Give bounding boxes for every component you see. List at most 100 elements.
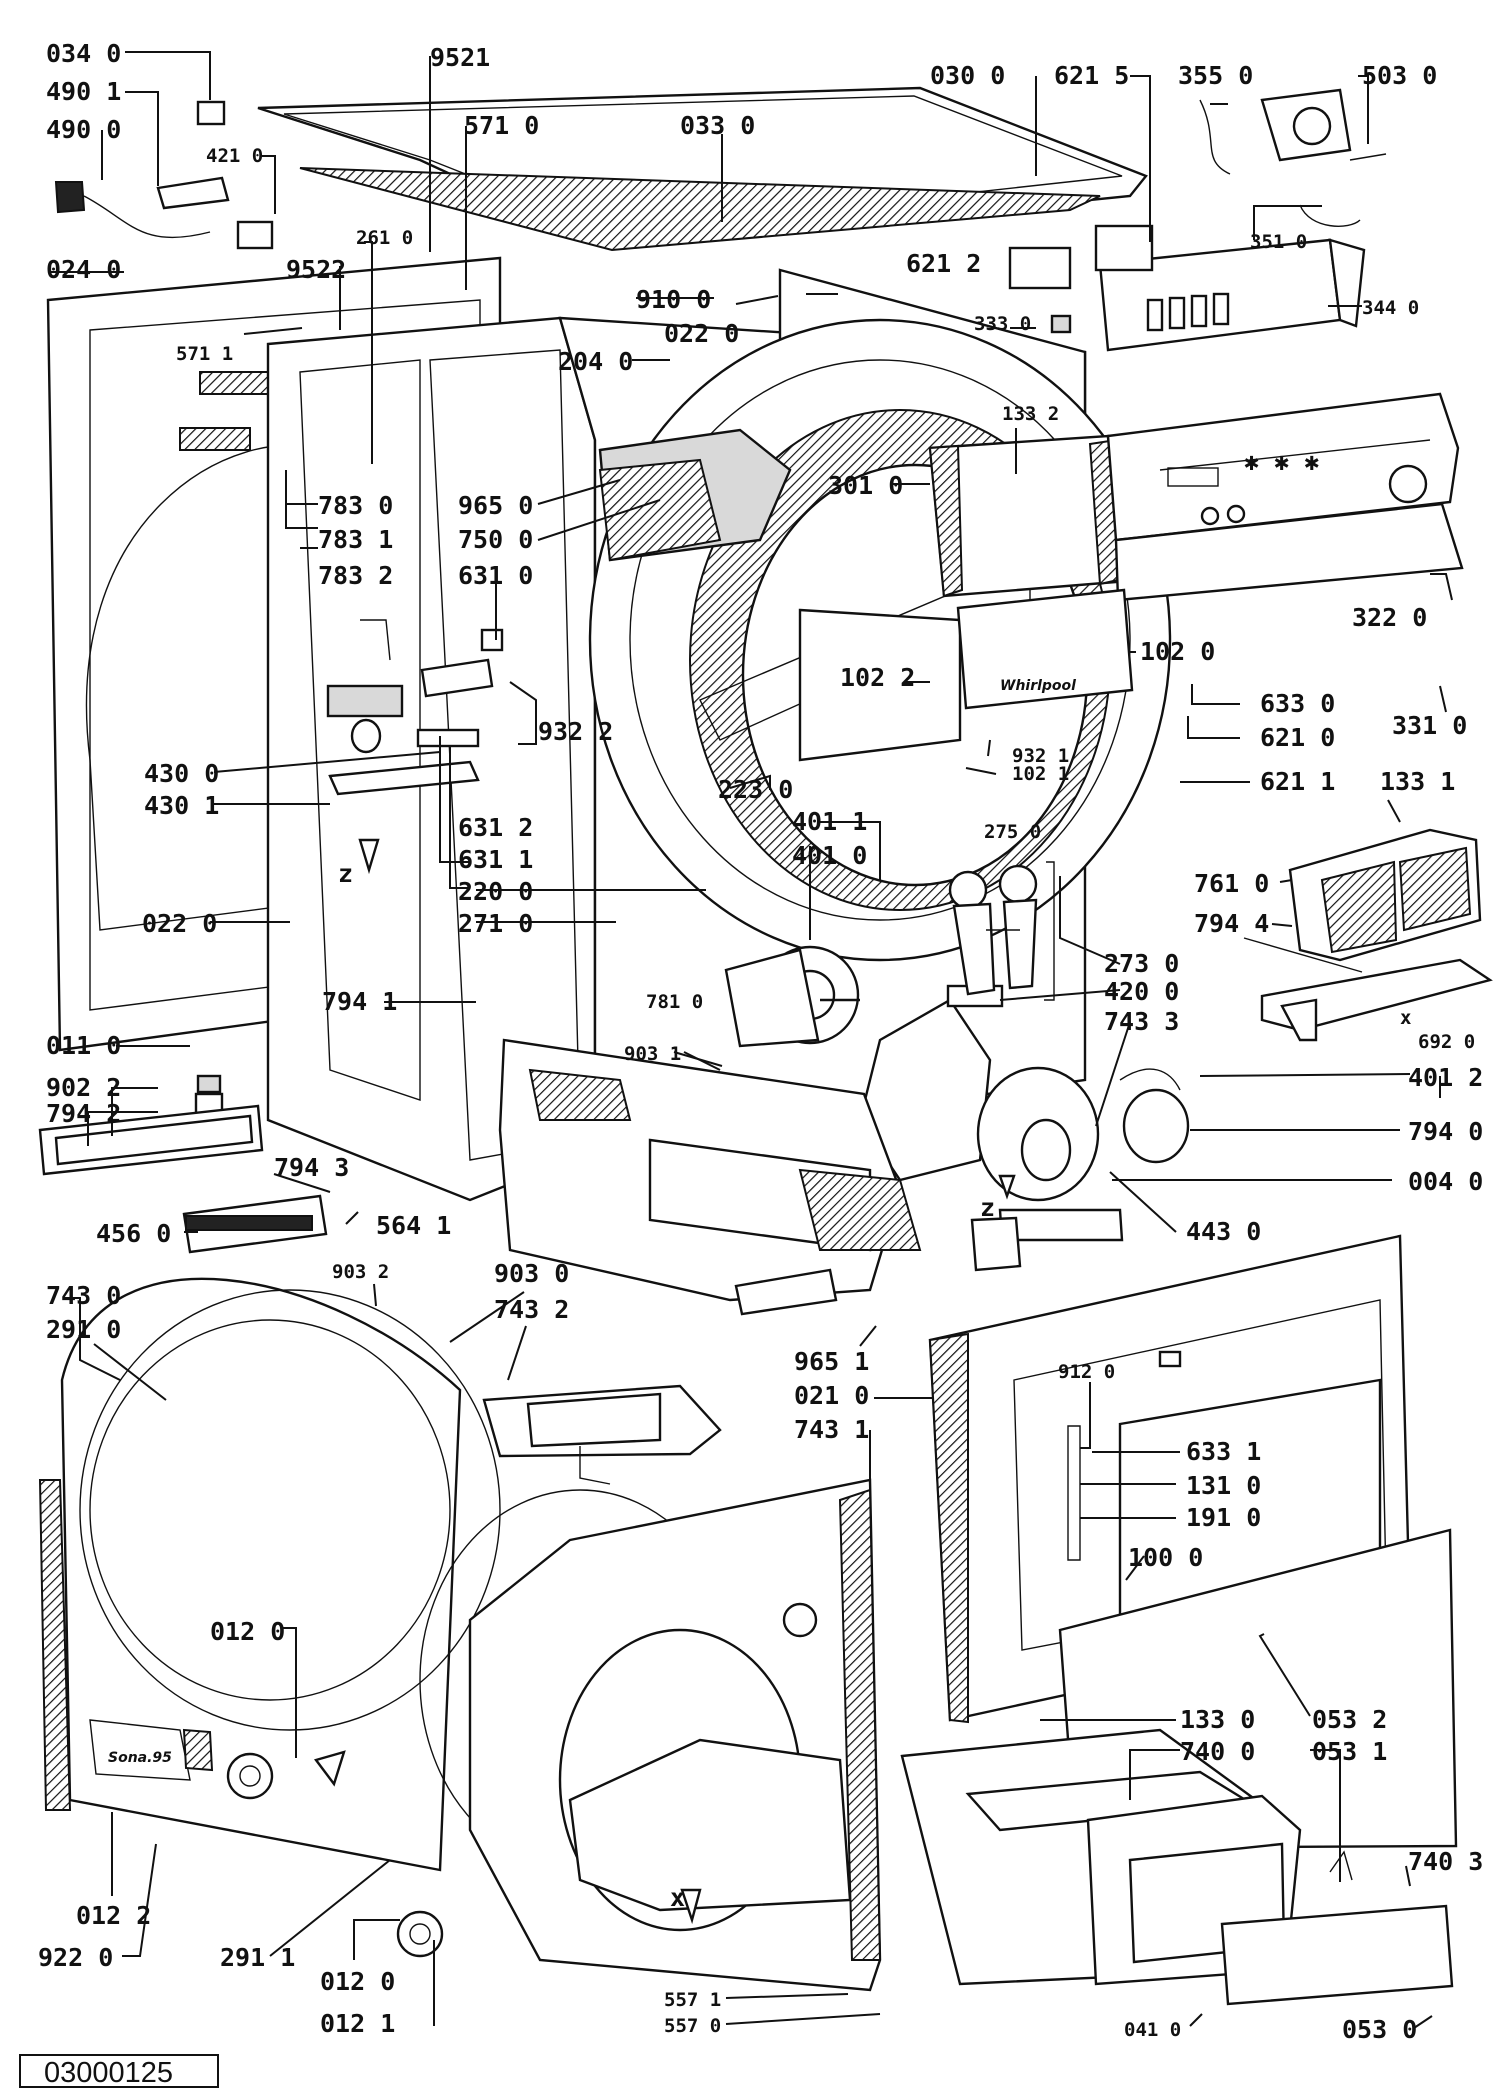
- part-label: 011 0: [46, 1031, 121, 1060]
- marker-z: z: [980, 1193, 995, 1222]
- marker-x: x: [670, 1883, 685, 1912]
- trim-hatch: [598, 458, 722, 562]
- top-lid: [257, 86, 1148, 252]
- lint-filter: [1243, 828, 1493, 1042]
- heater: [482, 1384, 722, 1485]
- part-label: 133 2: [1002, 403, 1059, 425]
- part-label: 557 1: [664, 1989, 721, 2011]
- part-label: 421 0: [206, 145, 263, 167]
- part-label: 783 1: [318, 525, 393, 554]
- lower-left-small-parts: [38, 1074, 328, 1254]
- part-label: 490 1: [46, 77, 121, 106]
- part-label: 740 0: [1180, 1737, 1255, 1766]
- whirlpool-logo: Whirlpool: [1000, 678, 1076, 694]
- part-label: 131 0: [1186, 1471, 1261, 1500]
- part-label: 053 2: [1312, 1705, 1387, 1734]
- part-label: 794 3: [274, 1153, 349, 1182]
- part-label: 794 2: [46, 1099, 121, 1128]
- part-label: 401 1: [792, 807, 867, 836]
- part-label: 420 0: [1104, 977, 1179, 1006]
- part-label: 965 0: [458, 491, 533, 520]
- part-label: 571 1: [176, 343, 233, 365]
- control-panel-assembly: ✱ ✱ ✱ Whirlpool: [928, 392, 1464, 710]
- tensioner: [948, 861, 1055, 1001]
- part-label: 903 0: [494, 1259, 569, 1288]
- part-label: 557 0: [664, 2015, 721, 2037]
- part-label: 220 0: [458, 877, 533, 906]
- part-label: 932 2: [538, 717, 613, 746]
- part-label: 012 0: [210, 1617, 285, 1646]
- part-label: 9521: [430, 43, 490, 72]
- part-label: 271 0: [458, 909, 533, 938]
- part-labels: 034 0 490 1 490 0 421 0 9521 571 0 033 0…: [38, 39, 1483, 2044]
- top-right-components: [1008, 88, 1387, 352]
- part-label: 9522: [286, 255, 346, 284]
- part-label: 743 3: [1104, 1007, 1179, 1036]
- part-label: 100 0: [1128, 1543, 1203, 1572]
- arrow-marker: [998, 1174, 1016, 1200]
- top-left-components: [54, 100, 274, 250]
- part-label: 794 0: [1408, 1117, 1483, 1146]
- part-label: 922 0: [38, 1943, 113, 1972]
- part-label: 794 1: [322, 987, 397, 1016]
- part-label: 401 0: [792, 841, 867, 870]
- part-label: 004 0: [1408, 1167, 1483, 1196]
- part-label: 743 1: [794, 1415, 869, 1444]
- part-label: 633 0: [1260, 689, 1335, 718]
- part-label: 633 1: [1186, 1437, 1261, 1466]
- part-label: 740 3: [1408, 1847, 1483, 1876]
- part-label: 503 0: [1362, 61, 1437, 90]
- part-label: 291 0: [46, 1315, 121, 1344]
- part-label: 761 0: [1194, 869, 1269, 898]
- marker-z: z: [338, 859, 353, 888]
- document-code-box: 03000125: [19, 2054, 219, 2089]
- front-bulkhead: [419, 1478, 882, 1992]
- part-label: 743 2: [494, 1295, 569, 1324]
- part-label: 794 4: [1194, 909, 1269, 938]
- part-label: 692 0: [1418, 1031, 1475, 1053]
- part-label: 024 0: [46, 255, 121, 284]
- part-label: 783 2: [318, 561, 393, 590]
- part-label: 430 1: [144, 791, 219, 820]
- part-label: 621 0: [1260, 723, 1335, 752]
- part-label: 621 1: [1260, 767, 1335, 796]
- part-label: 053 0: [1342, 2015, 1417, 2044]
- part-label: 902 2: [46, 1073, 121, 1102]
- part-label: 133 1: [1380, 767, 1455, 796]
- part-label: 344 0: [1362, 297, 1419, 319]
- rear-panel-marking: Sona.95: [108, 1750, 172, 1766]
- part-label: 291 1: [220, 1943, 295, 1972]
- part-label: 783 0: [318, 491, 393, 520]
- leader-lines: [50, 51, 1453, 2029]
- part-label: 102 1: [1012, 763, 1069, 785]
- part-label: 631 1: [458, 845, 533, 874]
- part-label: 912 0: [1058, 1361, 1115, 1383]
- part-label: 456 0: [96, 1219, 171, 1248]
- part-label: 053 1: [1312, 1737, 1387, 1766]
- part-label: 903 2: [332, 1261, 389, 1283]
- part-label: 033 0: [680, 111, 755, 140]
- part-label: 102 0: [1140, 637, 1215, 666]
- part-label: 743 0: [46, 1281, 121, 1310]
- part-label: 621 5: [1054, 61, 1129, 90]
- part-label: 102 2: [840, 663, 915, 692]
- part-label: 621 2: [906, 249, 981, 278]
- part-label: 034 0: [46, 39, 121, 68]
- part-label: 223 0: [718, 775, 793, 804]
- part-label: 030 0: [930, 61, 1005, 90]
- part-label: 022 0: [142, 909, 217, 938]
- part-label: 261 0: [356, 227, 413, 249]
- part-label: 490 0: [46, 115, 121, 144]
- svg-text:✱ ✱ ✱: ✱ ✱ ✱: [1244, 447, 1319, 476]
- marker-x: x: [1400, 1007, 1411, 1029]
- part-label: 021 0: [794, 1381, 869, 1410]
- part-label: 932 1: [1012, 745, 1069, 767]
- document-code: 03000125: [44, 2057, 173, 2089]
- part-label: 133 0: [1180, 1705, 1255, 1734]
- part-label: 331 0: [1392, 711, 1467, 740]
- part-label: 564 1: [376, 1211, 451, 1240]
- orientation-markers: z z x x: [338, 859, 1411, 1912]
- part-label: 430 0: [144, 759, 219, 788]
- part-label: 322 0: [1352, 603, 1427, 632]
